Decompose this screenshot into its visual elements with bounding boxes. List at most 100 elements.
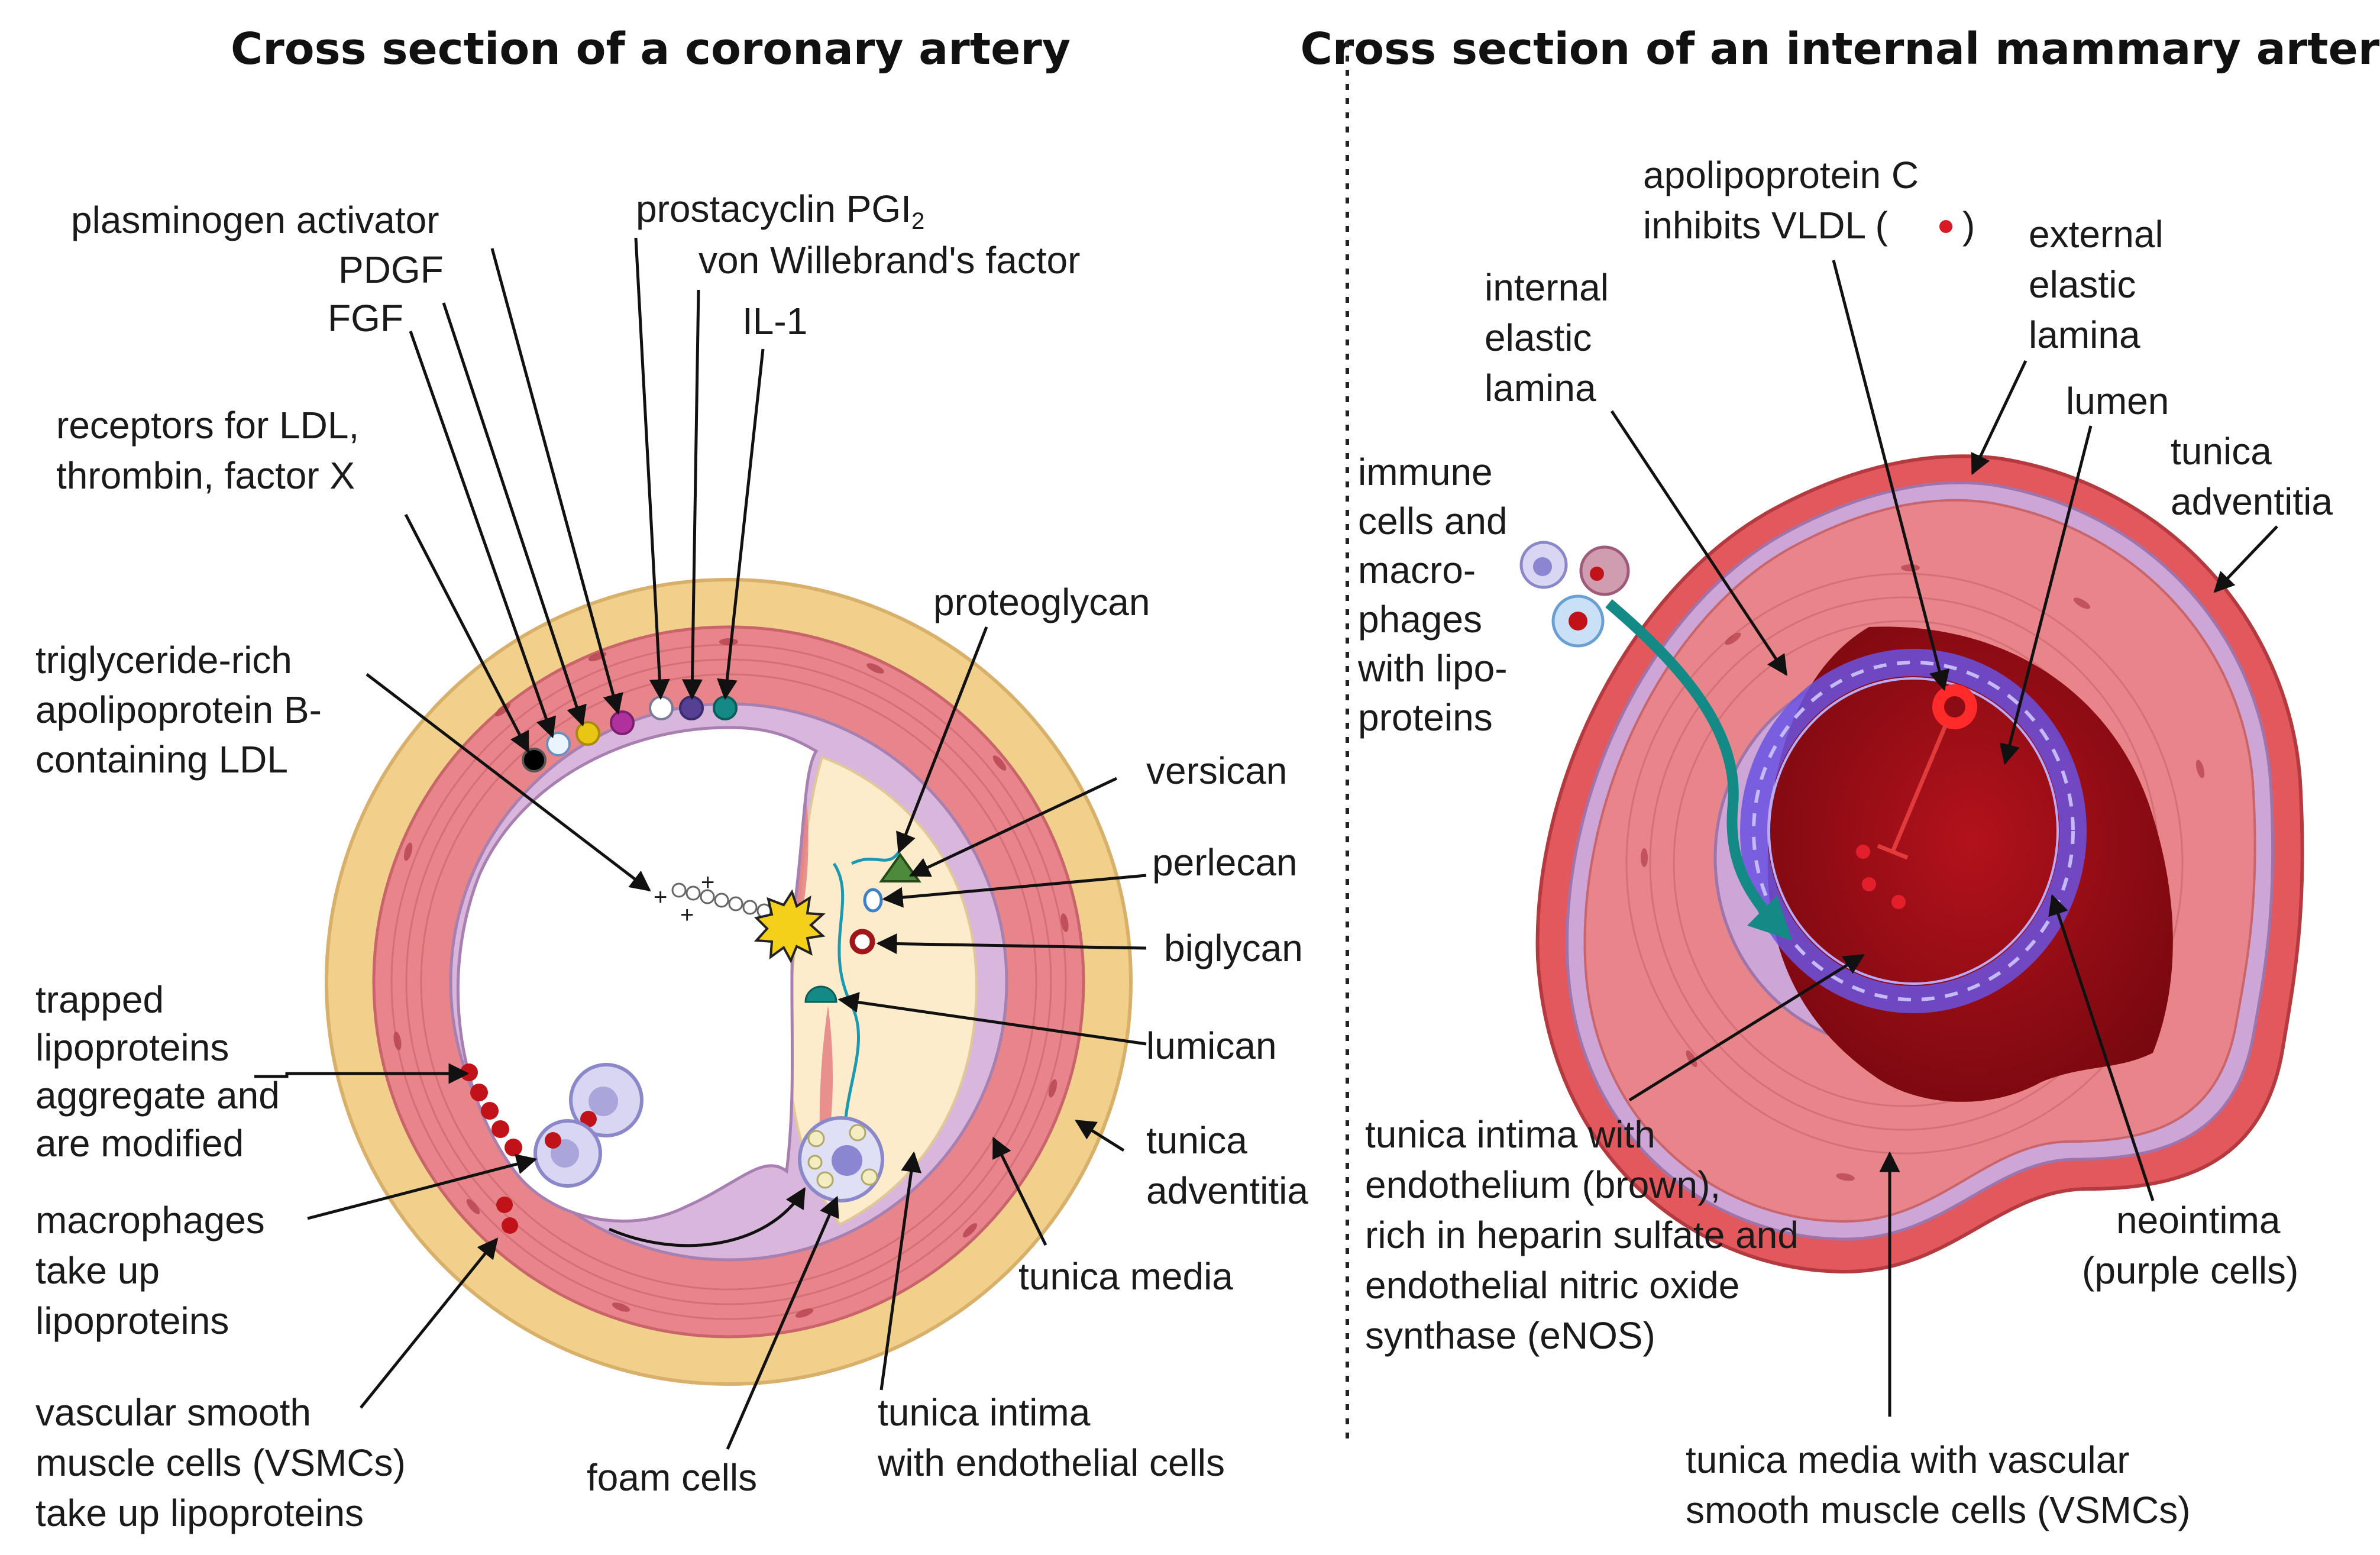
label-fgf: FGF [328, 297, 403, 340]
receptor-dot-fgf [546, 732, 571, 757]
apolipoprotein-c-core [1944, 696, 1965, 717]
label-macro-2: take up [35, 1249, 160, 1292]
label-media: tunica media [1018, 1255, 1233, 1298]
label-eel-3: lamina [2029, 313, 2140, 356]
receptor-dot-pdgf [575, 721, 600, 746]
leader-receptors [404, 513, 530, 754]
leader-neointima [2048, 894, 2155, 1201]
lumican-molecule [804, 985, 837, 1003]
label-immune-2: cells and [1358, 500, 1508, 542]
inhibition-bar [1877, 843, 1909, 860]
label-trig-2: apolipoprotein B- [35, 688, 322, 731]
label-immune-3: macro- [1358, 549, 1476, 591]
macrophage-cells [533, 1063, 643, 1188]
plus-sign: + [680, 902, 694, 928]
neointima-cells [1752, 661, 2075, 1001]
leader-versican [908, 777, 1118, 877]
leader-media [992, 1136, 1047, 1246]
receptor-dot-vwf [679, 696, 704, 720]
label-eel-2: elastic [2029, 263, 2136, 306]
leader-biglycan [876, 933, 1147, 955]
leader-triglyceride [366, 673, 651, 892]
label-eel-1: external [2029, 213, 2164, 256]
label-plasminogen: plasminogen activator [71, 199, 439, 241]
label-versican: versican [1146, 749, 1287, 792]
mammary-artery-diagram: apolipoprotein C inhibits VLDL ( ) inter… [1357, 154, 2333, 1531]
label-receptors-2: thrombin, factor X [56, 454, 355, 497]
label-vsmc-2: muscle cells (VSMCs) [35, 1441, 406, 1484]
receptor-dot-il1 [713, 696, 738, 720]
label-vwf: von Willebrand's factor [699, 239, 1080, 282]
label-immune-1: immune [1358, 451, 1493, 493]
label-foam: foam cells [587, 1456, 757, 1499]
receptor-dot-prostacyclin [649, 696, 674, 720]
label-trapped-3: aggregate and [35, 1074, 280, 1117]
label-immune-5: with lipo- [1357, 647, 1508, 690]
label-trig-3: containing LDL [35, 738, 288, 781]
label-vsmc-1: vascular smooth [35, 1391, 311, 1434]
proteoglycan-fiber-branch [851, 851, 901, 865]
label-iel-3: lamina [1485, 367, 1596, 409]
leader-pdgf [442, 302, 587, 727]
label-iel-2: elastic [1485, 316, 1592, 359]
right-title: Cross section of an internal mammary art… [1300, 24, 2380, 75]
label-adventitia-right-1: tunica [2171, 430, 2272, 473]
leader-vsmc [360, 1237, 499, 1409]
mammary-media-nuclei [1641, 564, 2205, 1181]
label-media-right-1: tunica media with vascular [1686, 1438, 2130, 1481]
label-il1: IL-1 [742, 300, 807, 342]
leader-fgf [409, 331, 557, 739]
foam-cell [798, 1116, 884, 1202]
coronary-lumen [456, 726, 819, 1223]
leader-perlecan [882, 874, 1147, 908]
label-lumican: lumican [1146, 1024, 1277, 1067]
label-adventitia-1: tunica [1146, 1119, 1247, 1162]
label-adventitia-right-2: adventitia [2171, 480, 2333, 523]
label-biglycan: biglycan [1164, 927, 1303, 969]
label-apoc-2: inhibits VLDL ( [1643, 204, 1888, 247]
label-adventitia-2: adventitia [1146, 1169, 1308, 1212]
leader-plasminogen [490, 248, 623, 715]
label-intima-2: with endothelial cells [877, 1441, 1225, 1484]
label-macro-3: lipoproteins [35, 1299, 229, 1342]
label-intima-right-1: tunica intima with [1365, 1113, 1655, 1156]
leader-apoc [1832, 260, 1950, 691]
leader-foam [726, 1195, 839, 1450]
inhibition-line [1890, 723, 1948, 853]
left-title: Cross section of a coronary artery [231, 24, 1071, 75]
perlecan-molecule [863, 888, 883, 913]
label-intima-right-5: synthase (eNOS) [1365, 1314, 1655, 1357]
label-lumen: lumen [2066, 380, 2169, 422]
label-trig-1: triglyceride-rich [35, 639, 292, 681]
label-trapped-2: lipoproteins [35, 1026, 229, 1069]
label-immune-4: phages [1358, 598, 1482, 641]
label-receptors-1: receptors for LDL, [56, 404, 359, 447]
vldl-particles [1856, 845, 1906, 909]
label-trapped-1: trapped [35, 978, 164, 1021]
vldl-legend-dot [1939, 220, 1952, 233]
label-prostacyclin: prostacyclin PGI2 [636, 187, 924, 234]
leader-foam-2 [609, 1187, 806, 1247]
coronary-artery-diagram: + + + [35, 187, 1308, 1534]
leader-adventitia-right [2213, 525, 2278, 593]
leader-intima-right [1628, 953, 1865, 1102]
leader-prostacyclin [634, 237, 670, 700]
leader-il1 [716, 348, 765, 700]
leader-intima [879, 1151, 922, 1391]
neointima-inner-edge [1768, 677, 2059, 985]
receptor-dot-black [522, 748, 547, 772]
label-perlecan: perlecan [1152, 841, 1298, 884]
immune-migration-arrow [1605, 599, 1793, 941]
label-neo-2: (purple cells) [2082, 1249, 2298, 1292]
leader-lumican [837, 992, 1147, 1046]
ldl-chain: + + + [654, 869, 772, 928]
leader-trapped [254, 1063, 470, 1084]
label-iel-1: internal [1485, 266, 1609, 309]
leader-eel [1971, 360, 2027, 476]
leader-adventitia [1075, 1119, 1125, 1152]
label-macro-1: macrophages [35, 1199, 265, 1242]
label-intima-right-4: endothelial nitric oxide [1365, 1264, 1739, 1307]
label-vsmc-3: take up lipoproteins [35, 1492, 364, 1534]
leader-vwf [682, 289, 703, 700]
